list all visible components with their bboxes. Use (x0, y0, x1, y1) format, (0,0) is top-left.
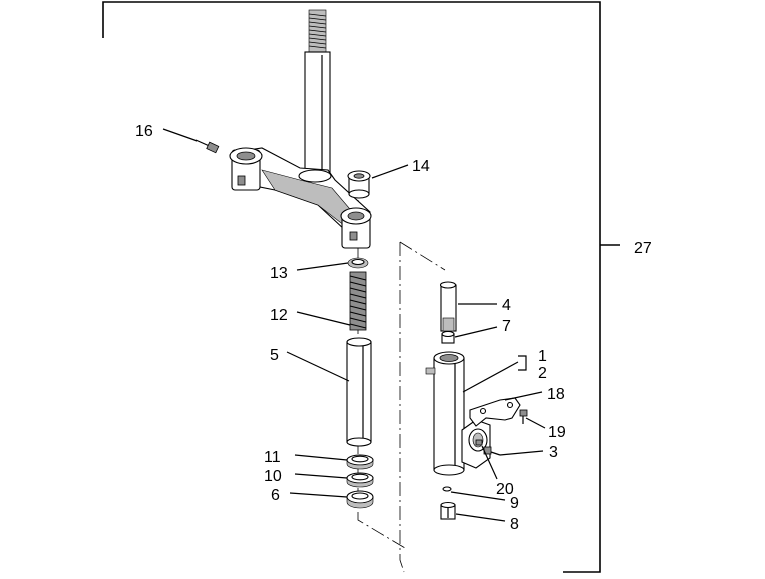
callout-3: 3 (549, 444, 558, 461)
callout-12: 12 (270, 307, 288, 324)
part-6-ring (346, 490, 374, 509)
callout-11: 11 (264, 449, 281, 466)
assembly-frame (102, 1, 601, 573)
callout-18: 18 (547, 386, 565, 403)
callout-5: 5 (270, 347, 279, 364)
callout-16: 16 (135, 123, 153, 140)
callout-13: 13 (270, 265, 288, 282)
callout-6: 6 (271, 487, 280, 504)
callout-10: 10 (264, 468, 282, 485)
callout-19: 19 (548, 424, 566, 441)
part-5-tube (346, 337, 372, 447)
part-16-bolt (195, 139, 220, 154)
assembly-label: 27 (634, 240, 652, 257)
bracket-1-2 (518, 355, 527, 371)
part-7-washer (441, 330, 455, 344)
part-20-screw (475, 439, 483, 446)
callout-7: 7 (502, 318, 511, 335)
leader-14 (371, 164, 409, 179)
leader-12 (296, 311, 351, 326)
callout-4: 4 (502, 297, 511, 314)
leader-9 (450, 491, 506, 501)
callout-1: 1 (538, 348, 547, 365)
leader-16 (162, 128, 198, 142)
part-14-bushing (347, 170, 371, 199)
callout-20: 20 (496, 481, 514, 498)
part-4-pin (439, 281, 457, 332)
leader-11 (294, 454, 348, 461)
part-9-oring (442, 486, 452, 492)
leader-18 (504, 391, 543, 401)
part-12-spring (349, 271, 367, 331)
part-13-ring (347, 257, 369, 269)
axis-right (399, 242, 405, 573)
leader-3 (499, 450, 544, 456)
leader-5 (286, 351, 350, 382)
leader-6 (289, 492, 348, 498)
leader-13 (296, 262, 349, 271)
steering-stem (229, 9, 372, 249)
leader-1-2 (462, 361, 519, 393)
part-18-bracket (469, 397, 521, 427)
axis-right-top (399, 241, 446, 271)
callout-2: 2 (538, 365, 547, 382)
leader-8 (455, 513, 506, 522)
part-11-ring (346, 454, 374, 470)
part-3-bolt (483, 446, 501, 456)
callout-9: 9 (510, 495, 519, 512)
callout-8: 8 (510, 516, 519, 533)
leader-20 (481, 445, 498, 480)
part-8-plug (440, 501, 456, 520)
leader-10 (294, 473, 348, 479)
leader-19 (525, 417, 546, 429)
callout-14: 14 (412, 158, 430, 175)
part-10-ring (346, 472, 374, 488)
leader-7 (454, 326, 498, 338)
part-19-screw (519, 409, 528, 424)
